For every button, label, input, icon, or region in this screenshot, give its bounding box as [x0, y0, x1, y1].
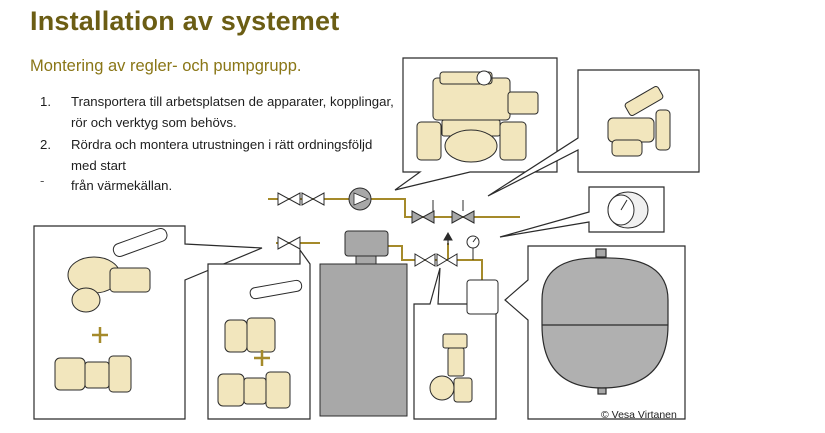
pump-icon — [348, 187, 372, 211]
valve-icon — [277, 192, 301, 206]
step-list: 1. Transportera till arbetsplatsen de ap… — [40, 92, 401, 197]
valve-icon — [411, 210, 435, 224]
valve-icon — [436, 253, 458, 267]
ball-valve-icon — [67, 227, 168, 313]
valve-icon — [414, 253, 436, 267]
step-item: 1. Transportera till arbetsplatsen de ap… — [40, 92, 401, 133]
page-title: Installation av systemet — [30, 6, 340, 36]
boiler-top — [344, 230, 389, 257]
step-item: - från värmekällan. — [40, 173, 401, 197]
ball-valve-icon — [224, 279, 303, 353]
valve-icon — [301, 192, 325, 206]
union-coupling-icon — [54, 355, 132, 393]
valve-icon — [277, 236, 301, 250]
page-subtitle: Montering av regler- och pumpgrupp. — [30, 57, 302, 75]
step-text: Transportera till arbetsplatsen de appar… — [71, 94, 394, 130]
safety-valve-icon — [429, 333, 473, 403]
expansion-box — [466, 279, 499, 315]
air-vent-icon — [443, 231, 453, 245]
valve-detail-illustration — [607, 86, 671, 157]
step-item: 2. Rördra och montera utrustningen i rät… — [40, 135, 401, 176]
boiler-unit — [319, 263, 408, 417]
valve-icon — [451, 210, 475, 224]
step-text: Rördra och montera utrustningen i rätt o… — [71, 137, 373, 173]
step-number: - — [40, 173, 45, 188]
pump-detail-illustration — [416, 70, 539, 163]
expansion-vessel-icon — [541, 248, 669, 395]
gauge-detail-illustration — [607, 191, 649, 229]
union-coupling-icon — [217, 371, 291, 409]
gauge-icon — [466, 235, 480, 260]
copyright-credit: © Vesa Virtanen — [601, 409, 677, 421]
plus-icon — [92, 327, 108, 343]
step-number: 2. — [40, 137, 51, 152]
step-text: från värmekällan. — [71, 178, 173, 193]
step-number: 1. — [40, 94, 51, 109]
plus-icon — [254, 350, 270, 366]
